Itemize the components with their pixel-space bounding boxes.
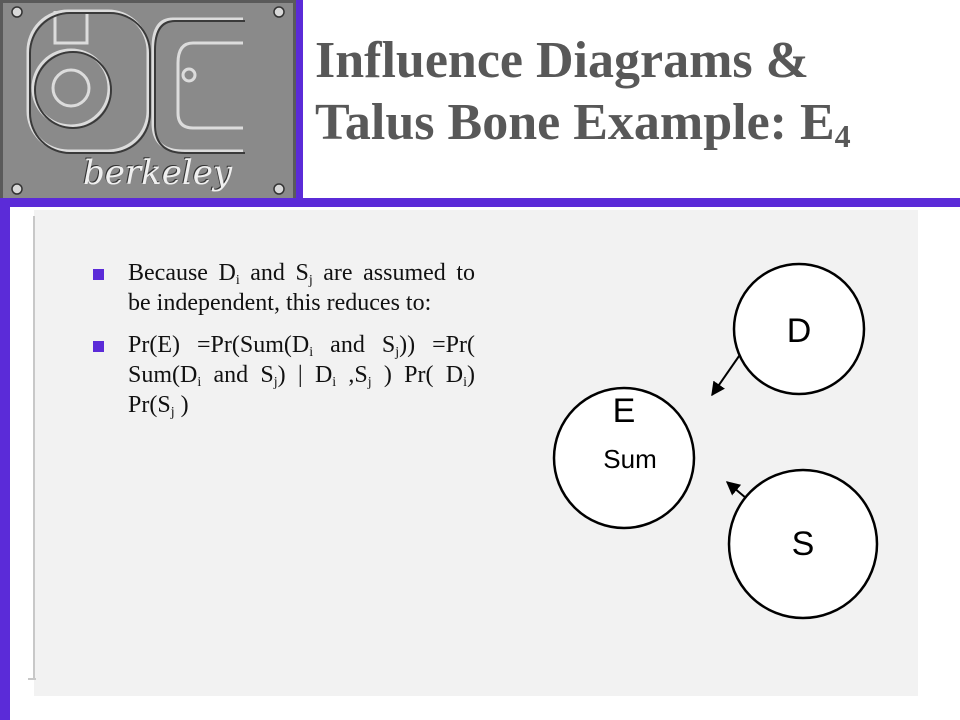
bullet-text: Because D	[128, 260, 236, 286]
node-d	[732, 262, 866, 396]
subscript: j	[273, 375, 278, 390]
subscript: j	[170, 405, 175, 420]
logo-graphic	[11, 6, 285, 195]
subscript: i	[332, 375, 337, 390]
bullet-text: ) | D	[277, 362, 333, 388]
node-e-label: E	[613, 392, 636, 430]
node-s	[727, 468, 879, 620]
bullet-text: ) Pr( D	[371, 362, 464, 388]
subscript: i	[309, 345, 314, 360]
bullet-text: are assumed to be independent, this redu…	[128, 260, 476, 316]
node-s-label: S	[792, 525, 815, 563]
bullet-list: Because Di and Sj are assumed to be inde…	[92, 258, 475, 432]
bullet-text: ) Pr(S	[128, 362, 475, 418]
node-e	[552, 386, 696, 530]
bullet-item: Pr(E) =Pr(Sum(Di and Sj)) =Pr( Sum(Di an…	[92, 330, 475, 420]
subscript: i	[235, 273, 240, 288]
influence-diagram: D E Sum S	[552, 262, 879, 620]
subscript: j	[395, 345, 400, 360]
uc-berkeley-logo: berkeley	[0, 0, 296, 205]
node-e-sublabel: Sum	[603, 444, 656, 474]
bullet-text: Pr(E) =Pr(Sum(D	[128, 332, 310, 358]
accent-bar-vertical-left	[0, 198, 10, 720]
bullet-text: )) =Pr( Sum(D	[128, 332, 475, 388]
subscript: j	[367, 375, 372, 390]
bullet-text: ,S	[336, 362, 368, 388]
node-d-label: D	[787, 312, 812, 350]
bullet-item: Because Di and Sj are assumed to be inde…	[92, 258, 475, 318]
accent-bar-vertical-top	[296, 0, 303, 205]
bullet-text: )	[174, 392, 189, 418]
subscript: i	[463, 375, 467, 390]
bullet-marker	[93, 341, 104, 352]
panel-divider-tick	[28, 678, 36, 680]
bullet-marker	[93, 269, 104, 280]
subscript: i	[197, 375, 202, 390]
logo-wordmark: berkeley	[83, 153, 233, 193]
title-subscript: 4	[834, 118, 851, 154]
title-line-1: Influence Diagrams &	[315, 32, 809, 89]
accent-bar-horizontal	[0, 198, 960, 207]
panel-divider	[33, 216, 35, 680]
bullet-text: and S	[313, 332, 396, 358]
title-line-2: Talus Bone Example: E	[315, 94, 835, 151]
slide-title: Influence Diagrams & Talus Bone Example:…	[315, 30, 955, 154]
bullet-text: and S	[239, 260, 309, 286]
subscript: j	[308, 273, 313, 288]
bullet-text: and S	[201, 362, 274, 388]
